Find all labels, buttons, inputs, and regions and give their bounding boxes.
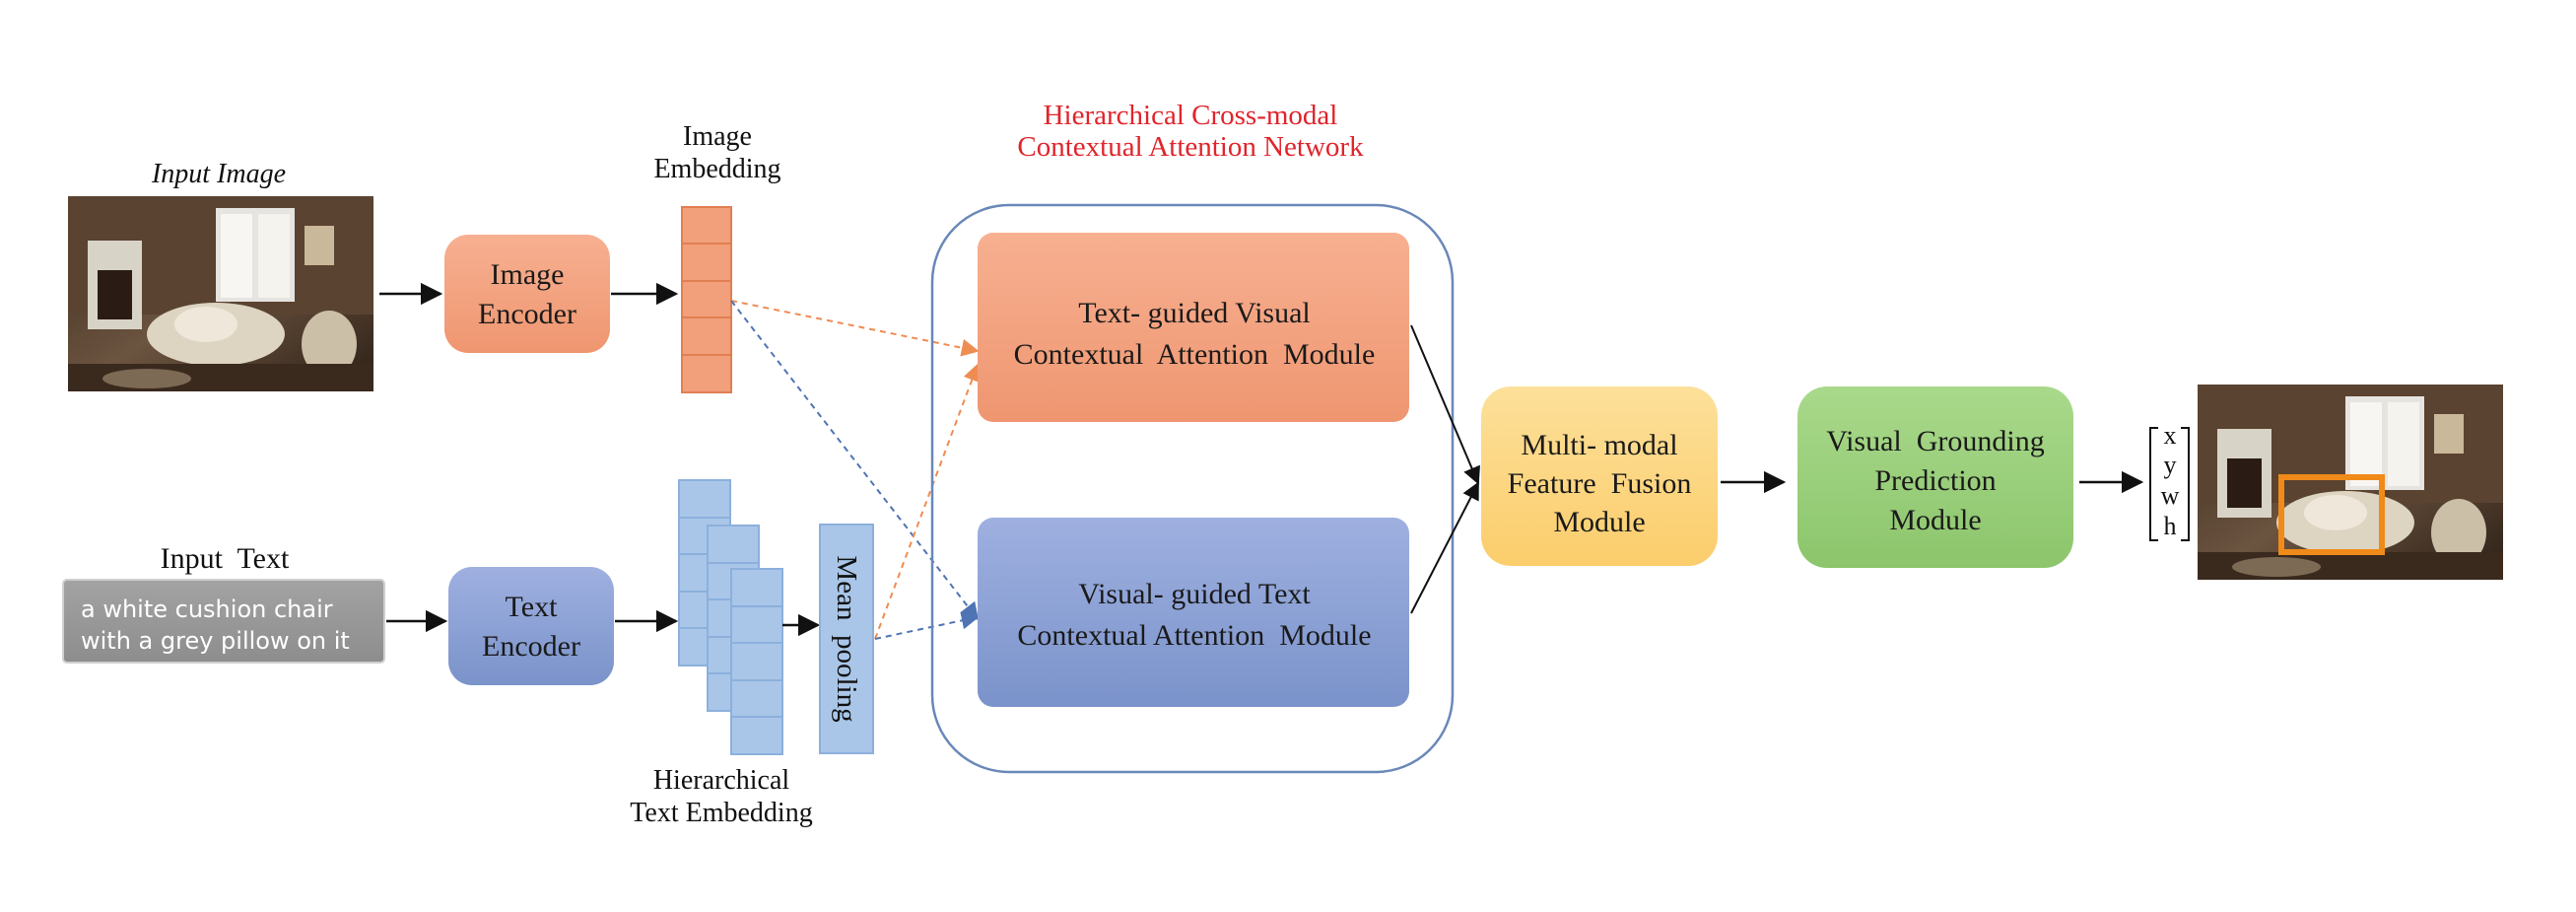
image-embedding-vector <box>681 206 732 393</box>
image-embedding-label-2: Embedding <box>653 154 780 184</box>
living-room-photo-with-bbox-icon <box>2198 385 2503 580</box>
fusion-module-box <box>1481 386 1718 566</box>
input-text-box <box>62 579 385 664</box>
coord-y: y <box>2164 451 2177 479</box>
hierarchical-embedding-label-1: Hierarchical <box>653 765 790 796</box>
network-container <box>930 203 1455 774</box>
input-text-caption: Input Text <box>161 542 290 575</box>
living-room-photo-icon <box>68 196 373 391</box>
right-bracket <box>2181 427 2190 541</box>
text-encoder-label-1: Text <box>506 591 559 623</box>
input-text-line-2: with a grey pillow on it <box>81 627 350 655</box>
dashed-pooling-to-tvca <box>874 363 981 640</box>
network-title-line-2: Contextual Attention Network <box>1017 131 1364 163</box>
vtca-module-label-2: Contextual Attention Module <box>1017 619 1371 652</box>
vtca-module-label-1: Visual- guided Text <box>1078 578 1311 610</box>
predicted-bbox <box>2278 474 2385 555</box>
tvca-module-label-1: Text- guided Visual <box>1078 297 1311 329</box>
dashed-image-to-vtca <box>730 300 980 621</box>
fusion-module-label-3: Module <box>1553 506 1645 538</box>
prediction-module-label-2: Prediction <box>1874 464 1996 497</box>
coord-h: h <box>2164 512 2177 540</box>
image-embedding-label-1: Image <box>683 121 752 152</box>
coord-x: x <box>2164 421 2177 450</box>
left-bracket <box>2149 427 2158 541</box>
image-encoder-label-1: Image <box>491 258 565 291</box>
prediction-module-label-3: Module <box>1889 504 1981 536</box>
coord-w: w <box>2161 481 2180 510</box>
dashed-image-to-tvca <box>730 300 980 357</box>
text-encoder-label-2: Encoder <box>482 630 580 663</box>
tvca-module-label-2: Contextual Attention Module <box>1014 338 1376 371</box>
image-encoder-box <box>444 235 610 353</box>
output-coordinate-vector: x y w h <box>2149 421 2190 541</box>
hierarchical-text-embedding <box>678 479 783 755</box>
fusion-module-label-1: Multi- modal <box>1521 429 1677 461</box>
hierarchical-embedding-label-2: Text Embedding <box>630 798 812 828</box>
input-image-caption: Input Image <box>151 159 286 189</box>
prediction-module-box <box>1797 386 2073 568</box>
mean-pooling-label: Mean pooling <box>831 555 862 722</box>
arrow-vtca-to-fusion <box>1410 481 1479 614</box>
vtca-module-box <box>978 518 1409 707</box>
fusion-module-label-2: Feature Fusion <box>1508 467 1692 500</box>
input-text-line-1: a white cushion chair <box>81 596 333 623</box>
text-encoder-box <box>448 567 614 685</box>
tvca-module-box <box>978 233 1409 422</box>
prediction-module-label-1: Visual Grounding <box>1826 425 2045 457</box>
network-title-line-1: Hierarchical Cross-modal <box>1044 100 1338 131</box>
arrow-tvca-to-fusion <box>1410 324 1480 485</box>
mean-pooling-box <box>819 524 874 754</box>
image-encoder-label-2: Encoder <box>478 298 576 330</box>
embedding-layer-3 <box>730 568 783 755</box>
dashed-pooling-to-vtca <box>874 611 980 640</box>
